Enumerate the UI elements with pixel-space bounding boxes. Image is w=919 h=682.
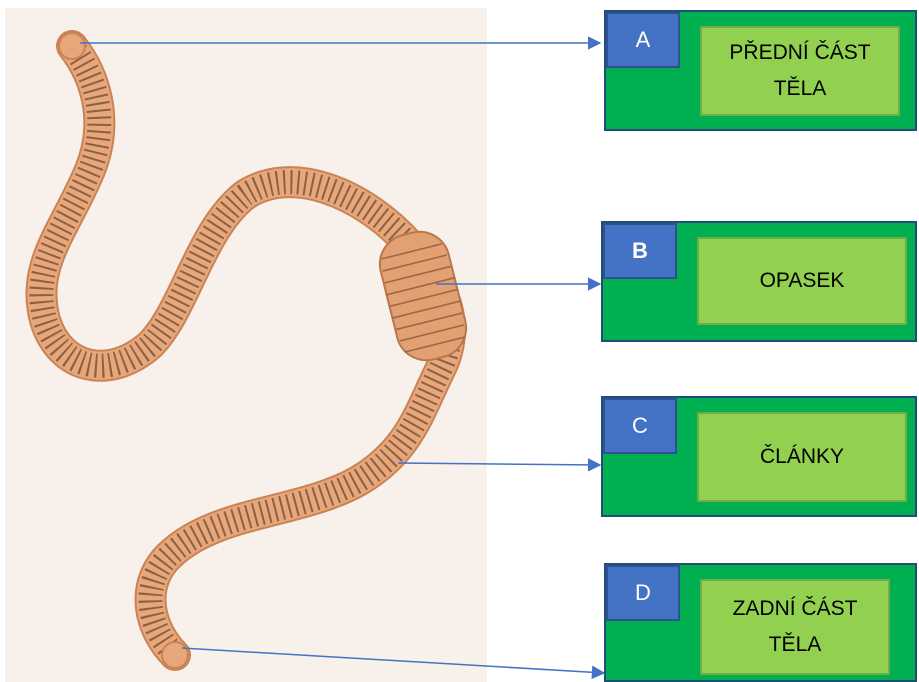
label-letter-c: C [603, 398, 677, 454]
worm-clitellum [374, 225, 473, 366]
label-letter-b: B [603, 223, 677, 279]
label-text-b: OPASEK [697, 237, 907, 325]
label-letter-a: A [606, 12, 680, 68]
worm-tail-tip [162, 642, 188, 668]
arrow-d [182, 648, 604, 673]
label-text-a: PŘEDNÍ ČÁST TĚLA [700, 26, 900, 116]
earthworm [41, 33, 472, 668]
label-text-c: ČLÁNKY [697, 412, 907, 502]
label-letter-d: D [606, 565, 680, 621]
worm-head-tip [59, 33, 85, 59]
label-box-a: A PŘEDNÍ ČÁST TĚLA [604, 10, 917, 131]
label-box-c: C ČLÁNKY [601, 396, 917, 517]
label-text-d: ZADNÍ ČÁST TĚLA [700, 579, 890, 675]
label-box-d: D ZADNÍ ČÁST TĚLA [604, 563, 917, 682]
label-box-b: B OPASEK [601, 221, 917, 342]
arrow-c [398, 463, 600, 465]
